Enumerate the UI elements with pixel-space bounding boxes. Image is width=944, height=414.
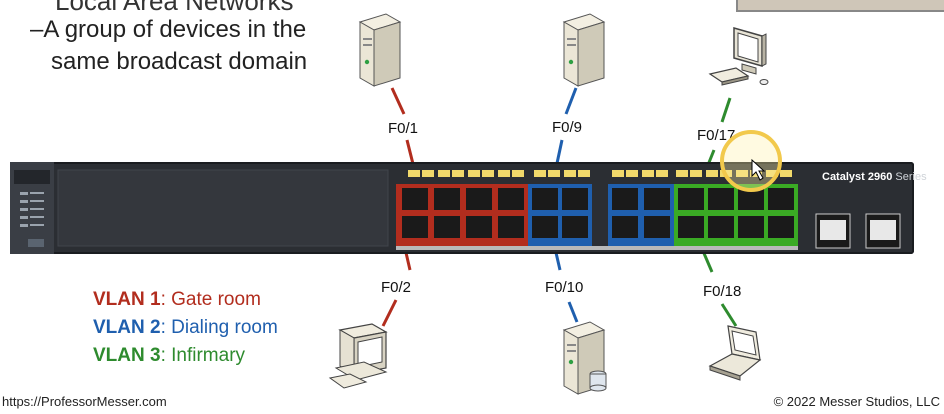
footer-copyright: © 2022 Messer Studios, LLC	[773, 394, 940, 409]
cable-f02-lower	[381, 299, 398, 327]
footer-url[interactable]: https://ProfessorMesser.com	[2, 394, 167, 409]
server-icon	[358, 13, 402, 87]
switch-faceplate	[10, 162, 901, 254]
cursor-highlight	[720, 130, 782, 192]
laptop-icon	[708, 325, 762, 381]
vlan-legend: VLAN 1: Gate room VLAN 2: Dialing room V…	[93, 286, 278, 370]
port-label-f018: F0/18	[703, 283, 742, 300]
server-icon	[562, 13, 606, 87]
cable-f09	[564, 87, 578, 115]
legend-vlan1-id: VLAN 1	[93, 289, 161, 310]
port-label-f010: F0/10	[545, 279, 584, 296]
cable-f018-lower	[720, 303, 738, 327]
desktop-computer-icon	[328, 323, 388, 389]
cable-f01	[390, 87, 406, 115]
bullet-line-1: –A group of devices in the	[30, 16, 307, 43]
legend-vlan2: VLAN 2: Dialing room	[93, 314, 278, 342]
port-label-f02: F0/2	[381, 279, 412, 296]
slide-title: Local Area Networks	[55, 0, 294, 16]
legend-vlan2-name: : Dialing room	[160, 317, 278, 338]
presenter-video	[736, 0, 944, 12]
desktop-computer-icon	[708, 27, 769, 86]
legend-vlan3-id: VLAN 3	[93, 345, 161, 366]
cable-f010-lower	[567, 301, 579, 323]
switch-model-name: Catalyst 2960 Series	[822, 171, 927, 183]
model-name: Catalyst 2960	[822, 171, 893, 183]
legend-vlan3-name: : Infirmary	[160, 345, 246, 366]
bullet-line-2: same broadcast domain	[51, 48, 308, 75]
cable-f017	[720, 97, 732, 123]
legend-vlan1-name: : Gate room	[160, 289, 261, 310]
port-label-f09: F0/9	[552, 119, 583, 136]
legend-vlan2-id: VLAN 2	[93, 317, 161, 338]
server-icon	[562, 321, 607, 395]
legend-vlan1: VLAN 1: Gate room	[93, 286, 278, 314]
port-label-f017: F0/17	[697, 127, 736, 144]
bullet-text: –A group of devices in the same broadcas…	[30, 14, 307, 78]
port-label-f01: F0/1	[388, 120, 419, 137]
brand-logo	[14, 170, 50, 184]
model-suffix: Series	[895, 171, 927, 183]
legend-vlan3: VLAN 3: Infirmary	[93, 342, 278, 370]
